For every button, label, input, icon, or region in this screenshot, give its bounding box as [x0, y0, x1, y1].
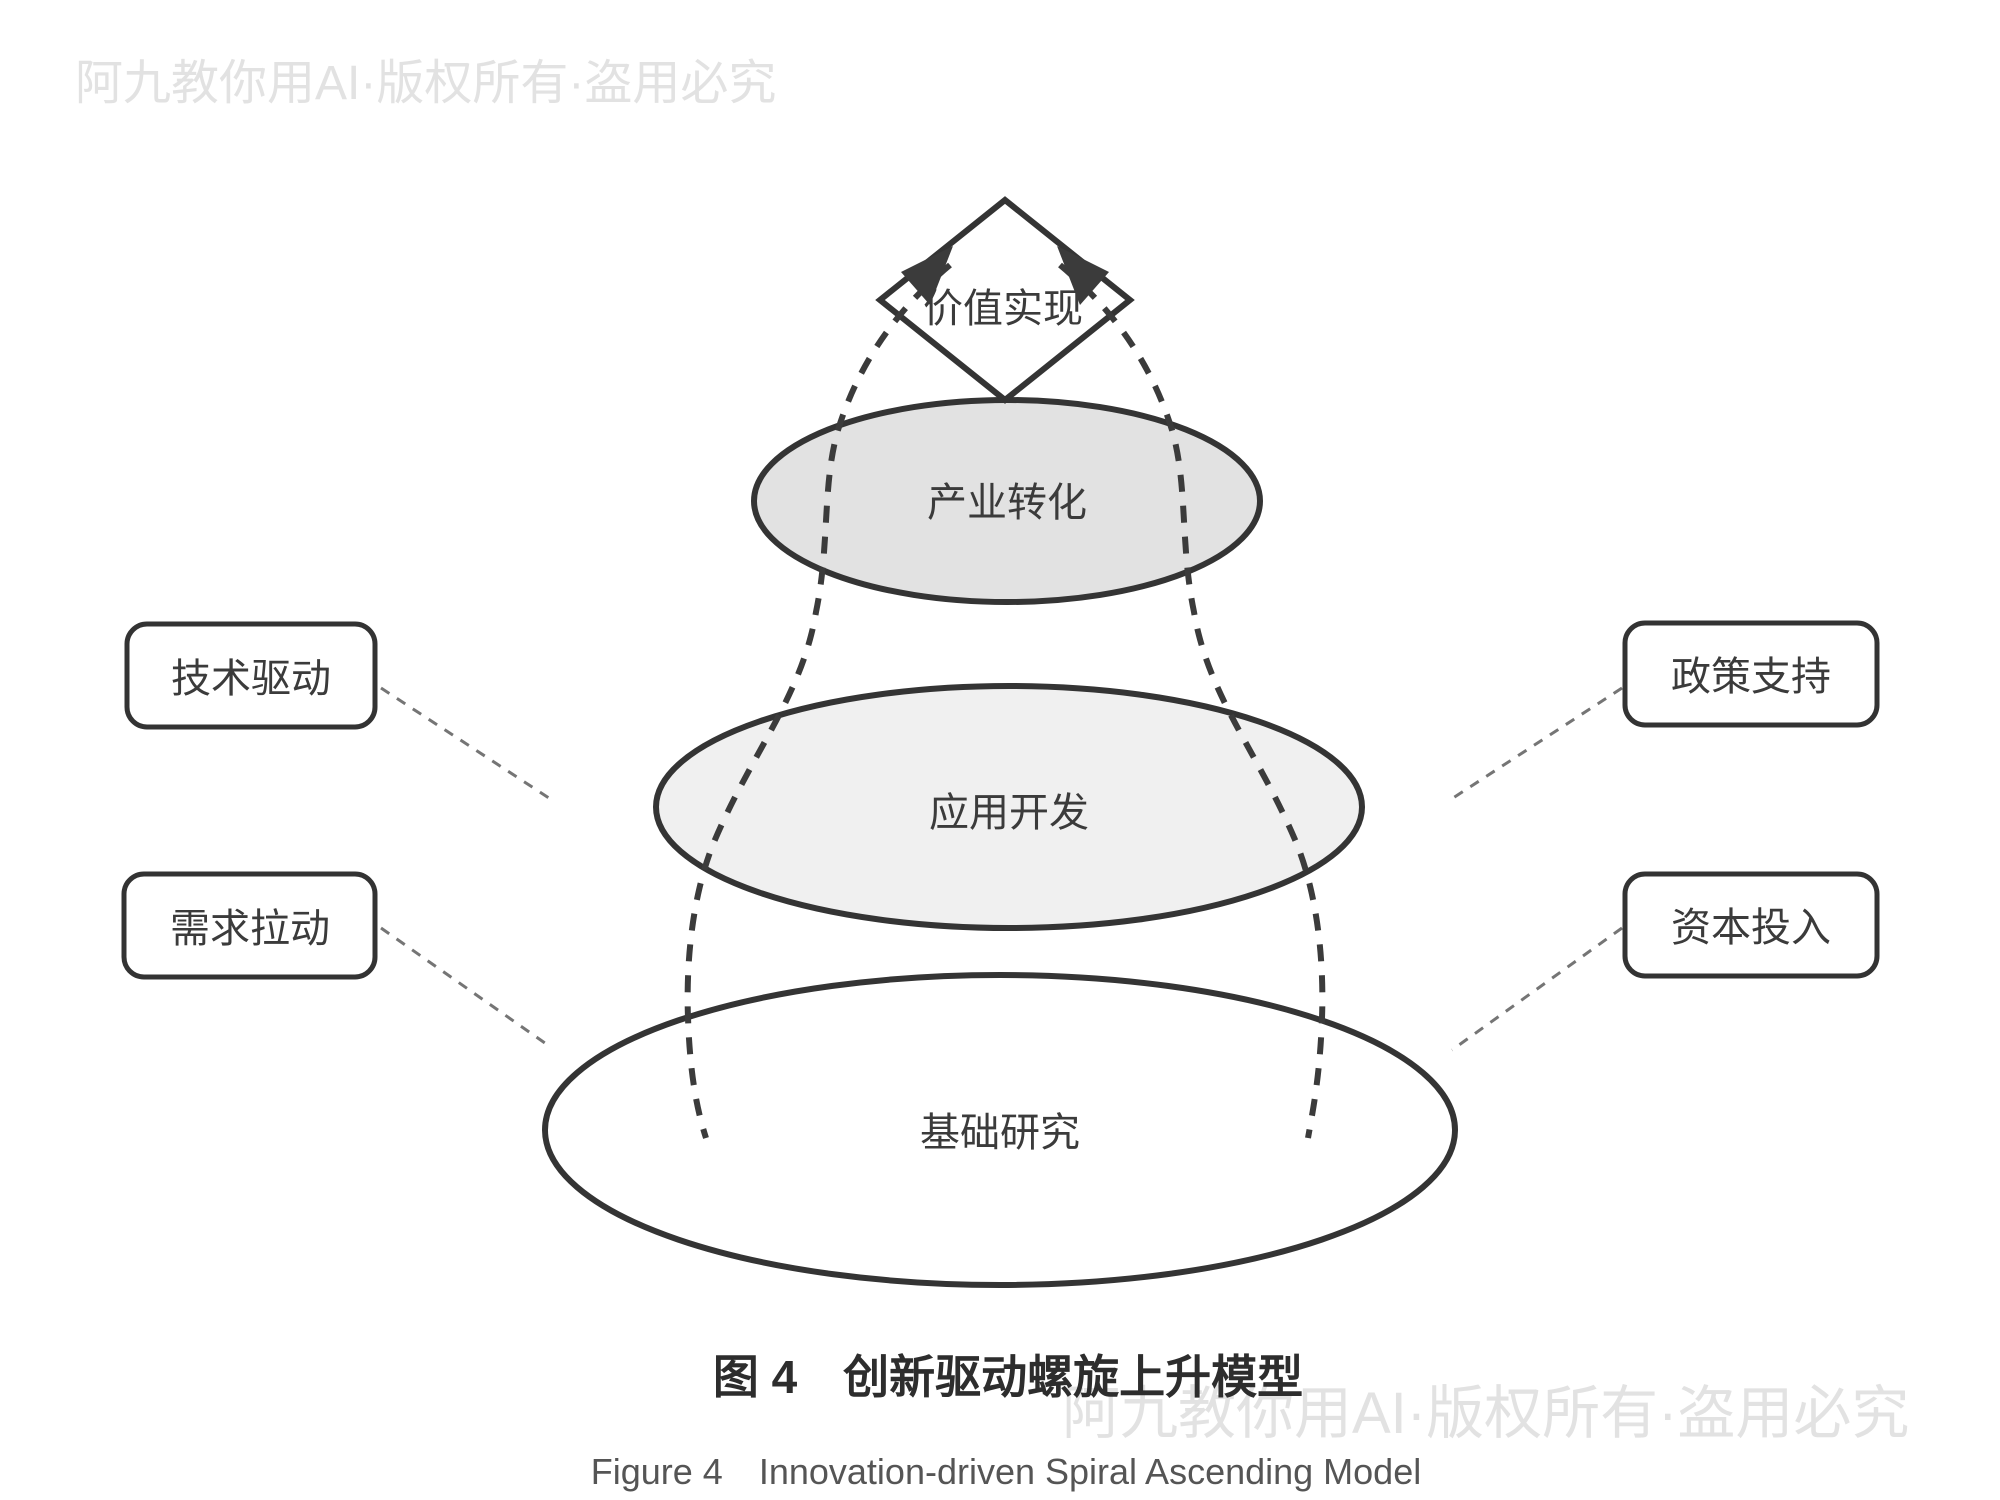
- watermark-top: 阿九教你用AI·版权所有·盗用必究: [75, 57, 776, 110]
- tech-driven-label: 技术驱动: [171, 657, 331, 701]
- watermark-bottom: 阿九教你用AI·版权所有·盗用必究: [1062, 1381, 1909, 1446]
- value-realization-label: 价值实现: [923, 287, 1083, 331]
- tech-driven-box: [124, 621, 378, 730]
- basic-research-label: 基础研究: [920, 1111, 1080, 1155]
- industry-transformation-label: 产业转化: [927, 481, 1087, 525]
- arrow-head-right-icon: [1057, 246, 1109, 305]
- basic-research-ellipse: [542, 972, 1458, 1288]
- figure-caption-en: Figure 4 Innovation-driven Spiral Ascend…: [591, 1451, 1421, 1492]
- demand-pull-box: [121, 871, 378, 980]
- capital-investment-label: 资本投入: [1671, 906, 1831, 950]
- demand-pull-label: 需求拉动: [170, 907, 330, 951]
- application-development-label: 应用开发: [929, 791, 1089, 835]
- policy-support-box: [1622, 620, 1880, 728]
- policy-support-label: 政策支持: [1671, 655, 1831, 699]
- connector-policy-support: [1449, 686, 1623, 802]
- arrow-head-left-icon: [901, 246, 953, 305]
- connector-demand-pull: [380, 926, 553, 1050]
- capital-investment-box: [1622, 871, 1880, 979]
- connector-tech-driven: [380, 686, 553, 802]
- spiral-right-dashed-curve: [1058, 262, 1326, 1139]
- application-development-ellipse: [653, 683, 1365, 931]
- spiral-left-dashed-curve: [684, 262, 952, 1139]
- figure-caption-zh: 图 4 创新驱动螺旋上升模型: [713, 1351, 1303, 1403]
- connector-capital-investment: [1451, 926, 1623, 1052]
